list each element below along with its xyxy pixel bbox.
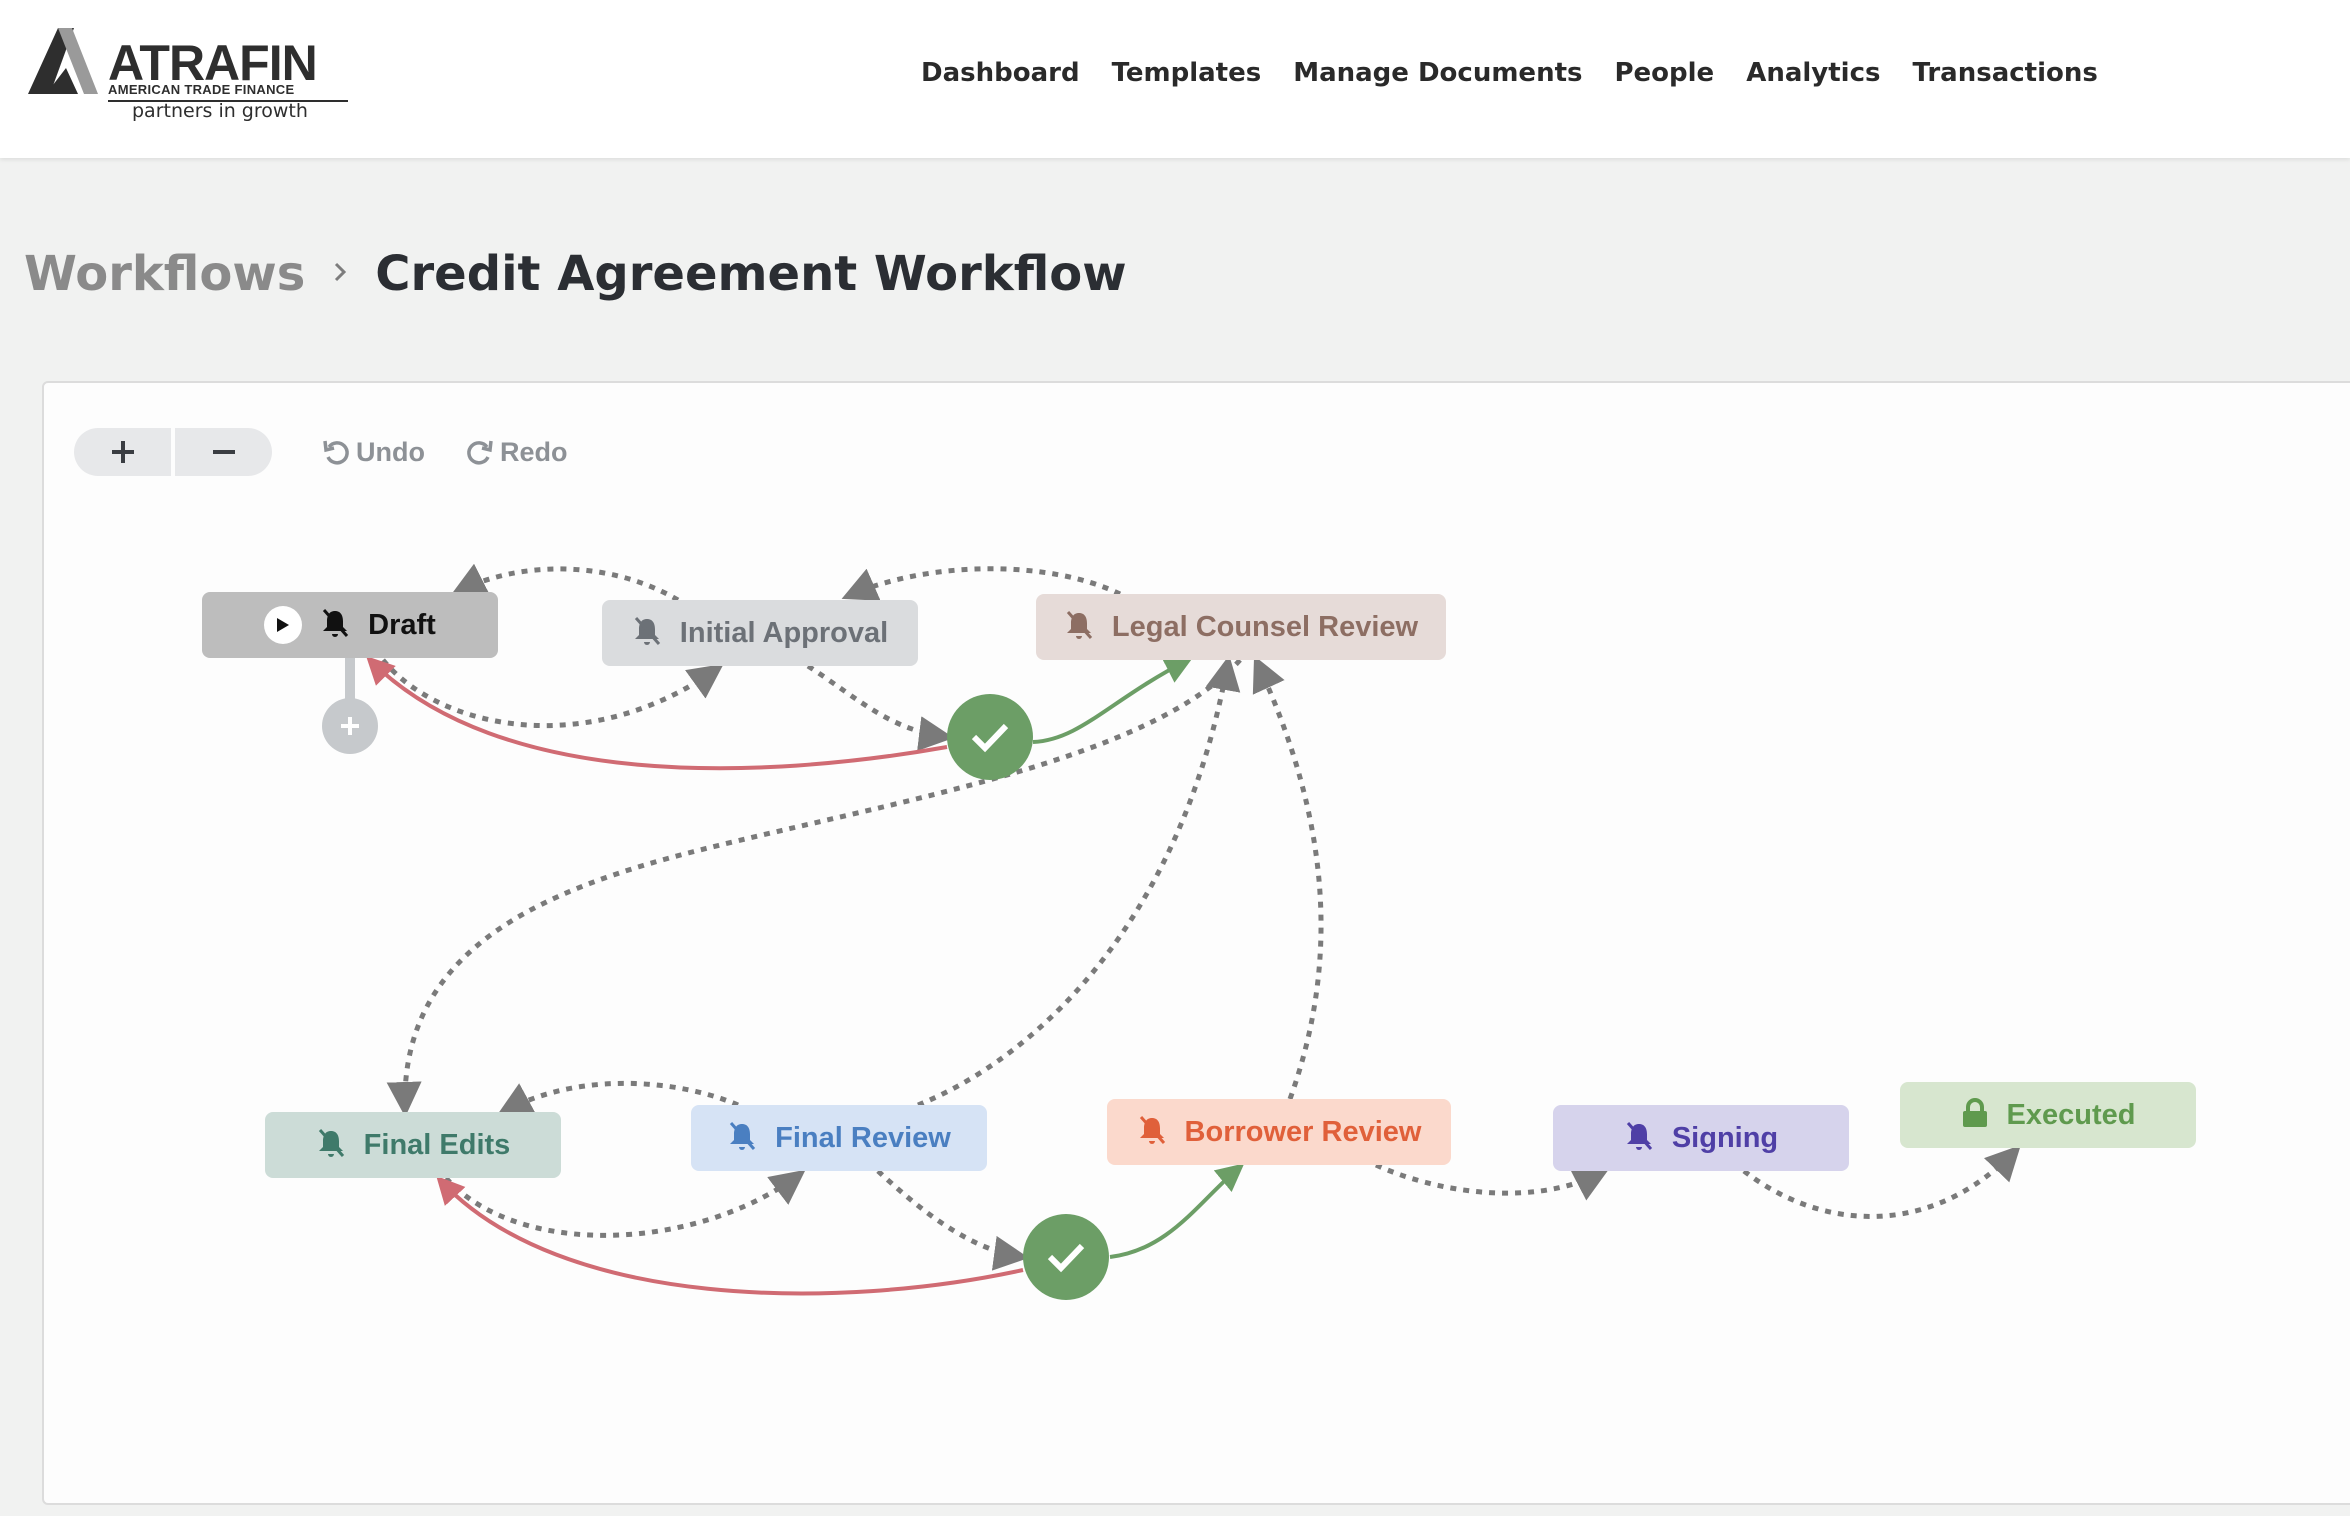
top-navigation-bar: ATRAFIN AMERICAN TRADE FINANCE partners … bbox=[0, 0, 2350, 158]
redo-label: Redo bbox=[500, 436, 568, 467]
node-label: Borrower Review bbox=[1184, 1115, 1422, 1148]
main-nav: Dashboard Templates Manage Documents Peo… bbox=[921, 58, 2098, 88]
node-final-review[interactable]: Final Review bbox=[691, 1105, 987, 1171]
node-final-edits[interactable]: Final Edits bbox=[265, 1112, 561, 1178]
redo-button[interactable]: Redo bbox=[466, 434, 568, 470]
brand-logo[interactable]: ATRAFIN AMERICAN TRADE FINANCE partners … bbox=[28, 26, 348, 130]
node-executed[interactable]: Executed bbox=[1900, 1082, 2196, 1148]
edge-final-review-to-legal-counsel-review bbox=[917, 655, 1241, 1108]
plus-icon bbox=[341, 717, 359, 735]
node-signing[interactable]: Signing bbox=[1553, 1105, 1849, 1171]
zoom-controls bbox=[74, 428, 272, 476]
add-step-connector bbox=[345, 652, 355, 702]
edge-initial-approval-to-draft bbox=[450, 563, 680, 603]
zoom-in-button[interactable] bbox=[74, 428, 171, 476]
edge-approval-decision-to-legal-counsel-review bbox=[1032, 657, 1193, 744]
brand-tagline: partners in growth bbox=[132, 100, 308, 122]
nav-dashboard[interactable]: Dashboard bbox=[921, 58, 1080, 88]
plus-icon bbox=[111, 441, 134, 463]
node-label: Executed bbox=[2006, 1098, 2136, 1131]
edge-initial-approval-to-approval-decision bbox=[806, 663, 954, 751]
edge-final-edits-to-final-review bbox=[444, 1169, 806, 1238]
undo-label: Undo bbox=[356, 436, 425, 467]
undo-icon bbox=[323, 440, 349, 465]
bell-off-icon bbox=[320, 607, 350, 643]
brand-name: ATRAFIN bbox=[108, 35, 318, 91]
nav-templates[interactable]: Templates bbox=[1111, 58, 1262, 88]
brand-subtitle: AMERICAN TRADE FINANCE bbox=[108, 82, 348, 102]
bell-off-icon bbox=[1624, 1120, 1654, 1156]
edge-legal-counsel-review-to-initial-approval bbox=[841, 566, 1122, 601]
add-step-button[interactable] bbox=[322, 698, 378, 754]
workflow-canvas[interactable] bbox=[42, 381, 2350, 1505]
redo-icon bbox=[467, 440, 493, 465]
edge-draft-to-initial-approval bbox=[381, 658, 724, 729]
edge-final-review-to-final-edits bbox=[496, 1080, 739, 1116]
nav-people[interactable]: People bbox=[1614, 58, 1715, 88]
edge-review-decision-to-borrower-review bbox=[1109, 1163, 1245, 1259]
nav-transactions[interactable]: Transactions bbox=[1912, 58, 2098, 88]
edge-borrower-review-to-legal-counsel-review bbox=[1252, 655, 1324, 1100]
bell-off-icon bbox=[1064, 609, 1094, 645]
undo-button[interactable]: Undo bbox=[322, 434, 425, 470]
lock-icon bbox=[1961, 1098, 1989, 1132]
node-label: Final Edits bbox=[363, 1128, 511, 1161]
page-title: Credit Agreement Workflow bbox=[375, 246, 1127, 302]
bell-off-icon bbox=[632, 615, 662, 651]
bell-off-icon bbox=[316, 1127, 346, 1163]
node-label: Legal Counsel Review bbox=[1111, 610, 1419, 643]
bell-off-icon bbox=[1137, 1114, 1167, 1150]
edge-legal-counsel-review-to-final-edits bbox=[386, 658, 1242, 1117]
node-initial-approval[interactable]: Initial Approval bbox=[602, 600, 918, 666]
node-label: Final Review bbox=[775, 1121, 951, 1154]
node-borrower-review[interactable]: Borrower Review bbox=[1107, 1099, 1451, 1165]
check-icon bbox=[971, 723, 1009, 753]
node-label: Initial Approval bbox=[679, 616, 889, 649]
edge-final-review-to-review-decision bbox=[876, 1169, 1029, 1271]
node-label: Signing bbox=[1671, 1121, 1779, 1154]
approval-decision-node[interactable] bbox=[947, 694, 1033, 780]
minus-icon bbox=[212, 450, 235, 454]
zoom-out-button[interactable] bbox=[171, 428, 272, 476]
edge-review-decision-to-final-edits bbox=[436, 1175, 1024, 1296]
node-label: Draft bbox=[368, 608, 436, 641]
review-decision-node[interactable] bbox=[1023, 1214, 1109, 1300]
node-legal-counsel-review[interactable]: Legal Counsel Review bbox=[1036, 594, 1446, 660]
brand-logo-mark bbox=[28, 28, 98, 94]
node-draft[interactable]: Draft bbox=[202, 592, 498, 658]
bell-off-icon bbox=[727, 1120, 757, 1156]
check-icon bbox=[1047, 1243, 1085, 1273]
edge-approval-decision-to-draft bbox=[366, 656, 948, 771]
nav-analytics[interactable]: Analytics bbox=[1746, 58, 1881, 88]
play-icon[interactable] bbox=[264, 606, 303, 644]
chevron-right-icon bbox=[333, 261, 347, 287]
breadcrumb: Workflows Credit Agreement Workflow bbox=[24, 246, 1127, 302]
breadcrumb-workflows-link[interactable]: Workflows bbox=[24, 246, 306, 302]
nav-manage-documents[interactable]: Manage Documents bbox=[1293, 58, 1583, 88]
